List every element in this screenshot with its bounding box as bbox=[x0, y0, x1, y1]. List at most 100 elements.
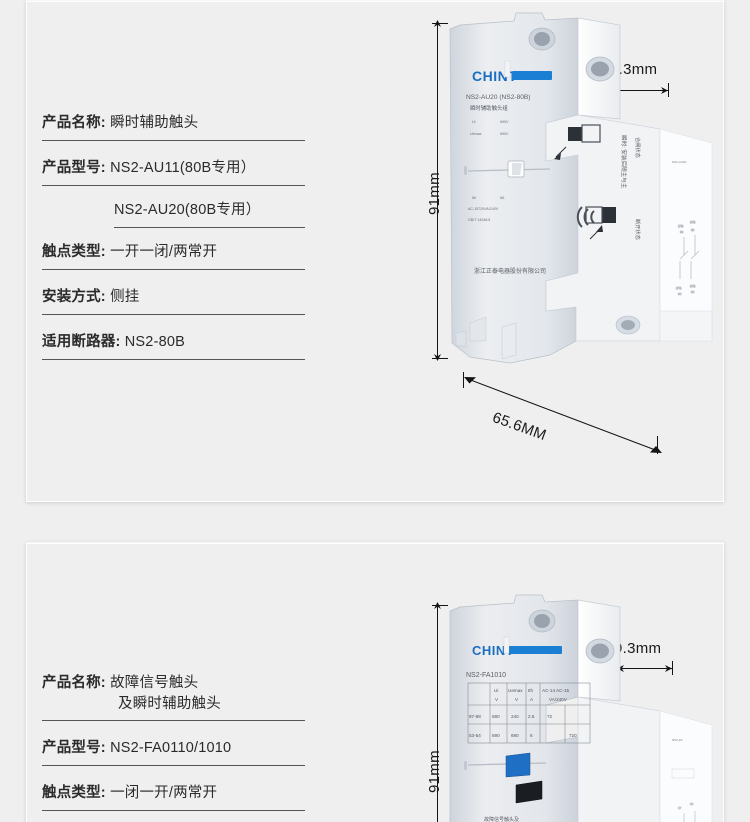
spec-line-uemax-val: 690V bbox=[500, 132, 509, 136]
width-dimension-label: 9.3mm bbox=[614, 640, 662, 657]
model-front-label: NS2-FA1010 bbox=[466, 672, 506, 679]
brand-logo-text: CHINT bbox=[472, 68, 517, 84]
width-dimension-line bbox=[613, 90, 668, 91]
company-label: 浙江正泰电器股份有限公司 bbox=[474, 267, 546, 275]
td-uemax-2: 690 bbox=[511, 733, 519, 738]
height-arrow-bottom bbox=[434, 354, 441, 361]
spec-label: 触点类型: bbox=[42, 244, 106, 260]
depth-dimension-line bbox=[464, 377, 662, 453]
width-dimension-line bbox=[617, 668, 672, 669]
th-ui: Ui bbox=[494, 688, 498, 693]
spec-label: 适用断路器: bbox=[42, 334, 121, 350]
height-arrow-top bbox=[434, 20, 441, 27]
spec-row: 产品型号: NS2-AU11(80B专用） bbox=[42, 158, 332, 186]
width-tick-right bbox=[668, 83, 669, 97]
model-side-label: NS2-AU20 bbox=[672, 160, 687, 164]
svg-text:(73): (73) bbox=[678, 224, 683, 228]
td-ui-2: 690 bbox=[492, 733, 500, 738]
product-illustration-1: 91mm 9.3mm 65.6MM bbox=[380, 1, 724, 503]
svg-text:53: 53 bbox=[691, 228, 695, 232]
switch-state-icon-closed bbox=[585, 206, 616, 240]
th-ith-unit: A bbox=[530, 697, 534, 702]
depth-tick-left bbox=[463, 372, 464, 388]
height-dimension-line bbox=[437, 23, 438, 358]
th-uemax-unit: V bbox=[515, 697, 519, 702]
brand-logo-text: CHINT bbox=[472, 643, 514, 658]
spec-line-ac15: AC-15720VA/240V bbox=[468, 207, 499, 211]
spec-row: NS2-AU20(80B专用） bbox=[42, 200, 332, 228]
spec-row: 适用断路器: NS2-80B bbox=[42, 332, 332, 360]
spec-list-1: 产品名称: 瞬时辅助触头 产品型号: NS2-AU11(80B专用） NS2-A… bbox=[42, 113, 332, 360]
divider bbox=[42, 314, 305, 315]
td-ith-2: 6 bbox=[530, 733, 533, 738]
spec-line-ui-val: 690V bbox=[500, 120, 509, 124]
th-ui-unit: V bbox=[495, 697, 499, 702]
th-ac-unit: VA/240V bbox=[549, 697, 568, 702]
spec-row: 触点类型: 一开一闭/两常开 bbox=[42, 242, 332, 270]
td-ac14-1: 72 bbox=[547, 714, 553, 719]
divider bbox=[42, 185, 305, 186]
spec-row: 产品名称: 瞬时辅助触头 bbox=[42, 113, 332, 141]
svg-text:83: 83 bbox=[680, 230, 684, 234]
height-tick-top bbox=[432, 605, 448, 606]
blue-indicator bbox=[505, 752, 531, 778]
spec-line-ith-val: 6A bbox=[500, 196, 505, 200]
th-ac: AC-14 AC-15 bbox=[542, 688, 570, 693]
spec-label: 产品名称: bbox=[42, 115, 106, 131]
th-uemax: Uemax bbox=[508, 688, 523, 693]
front-sub-label: 瞬时辅助触头组 bbox=[470, 104, 508, 112]
spec-value: NS2-AU20(80B专用） bbox=[114, 202, 261, 218]
spec-row: 安装方式: 侧挂 bbox=[42, 287, 332, 315]
svg-text:(74): (74) bbox=[676, 286, 681, 290]
spec-label: 触点类型: bbox=[42, 785, 106, 801]
vertical-note-3: 断开状态 bbox=[634, 219, 642, 240]
divider bbox=[42, 765, 305, 766]
spec-value: NS2-FA0110/1010 bbox=[110, 740, 232, 756]
width-dimension-label: 9.3mm bbox=[610, 61, 658, 78]
switch-state-icon-open bbox=[554, 124, 601, 160]
divider bbox=[42, 720, 305, 721]
svg-text:84: 84 bbox=[678, 292, 682, 296]
model-side-label: NS2-FA bbox=[672, 738, 683, 742]
height-tick-top bbox=[432, 23, 448, 24]
spec-value: 侧挂 bbox=[110, 289, 140, 305]
height-dimension-label: 91mm bbox=[426, 172, 443, 215]
height-dimension-line bbox=[437, 605, 438, 822]
width-arrow-right bbox=[661, 87, 668, 94]
panel-fault-signal-contact: 产品名称: 故障信号触头 及瞬时辅助触头 产品型号: NS2-FA0110/10… bbox=[26, 542, 724, 822]
wiring-diagram: (73) (43) 83 53 (74) (44) 84 54 bbox=[676, 220, 700, 296]
spec-value: 故障信号触头 bbox=[110, 675, 199, 691]
height-dimension-label: 91mm bbox=[426, 750, 443, 793]
wiring-diagram: 97 53 bbox=[678, 802, 696, 822]
spec-line-standard: GB/T 14048.5 bbox=[468, 218, 490, 222]
spec-value: NS2-AU11(80B专用） bbox=[110, 160, 256, 176]
spec-row: 产品名称: 故障信号触头 及瞬时辅助触头 bbox=[42, 673, 332, 721]
divider bbox=[42, 810, 305, 811]
svg-text:(43): (43) bbox=[690, 220, 695, 224]
vertical-note-2: 合闸状态 bbox=[634, 137, 642, 158]
td-uemax-1: 240 bbox=[511, 714, 519, 719]
width-arrow-right bbox=[665, 665, 672, 672]
device-spec-table bbox=[467, 682, 591, 744]
model-front-label: NS2-AU20 (NS2-80B) bbox=[466, 94, 531, 101]
height-arrow-top bbox=[434, 602, 441, 609]
product-illustration-2: 91mm 9.3mm bbox=[380, 543, 724, 822]
device-body-fa1010: CHINT NS2-FA1010 Ui V bbox=[449, 594, 713, 822]
spec-value: 瞬时辅助触头 bbox=[110, 115, 199, 131]
divider bbox=[114, 227, 305, 228]
spec-value: 及瞬时辅助触头 bbox=[118, 696, 221, 712]
th-ith: Ith bbox=[528, 688, 534, 693]
svg-text:53: 53 bbox=[690, 802, 694, 806]
spec-line-ith: Ith bbox=[472, 196, 476, 200]
spec-label: 产品型号: bbox=[42, 160, 106, 176]
svg-text:(44): (44) bbox=[690, 284, 695, 288]
black-indicator bbox=[515, 780, 543, 804]
width-tick-right bbox=[672, 661, 673, 675]
spec-value: NS2-80B bbox=[124, 334, 186, 350]
spec-label: 产品名称: bbox=[42, 675, 106, 691]
spec-line-uemax: Uemax bbox=[470, 132, 482, 136]
divider bbox=[42, 269, 305, 270]
divider bbox=[42, 140, 305, 141]
panel-instant-auxiliary-contact: 产品名称: 瞬时辅助触头 产品型号: NS2-AU11(80B专用） NS2-A… bbox=[26, 0, 724, 502]
